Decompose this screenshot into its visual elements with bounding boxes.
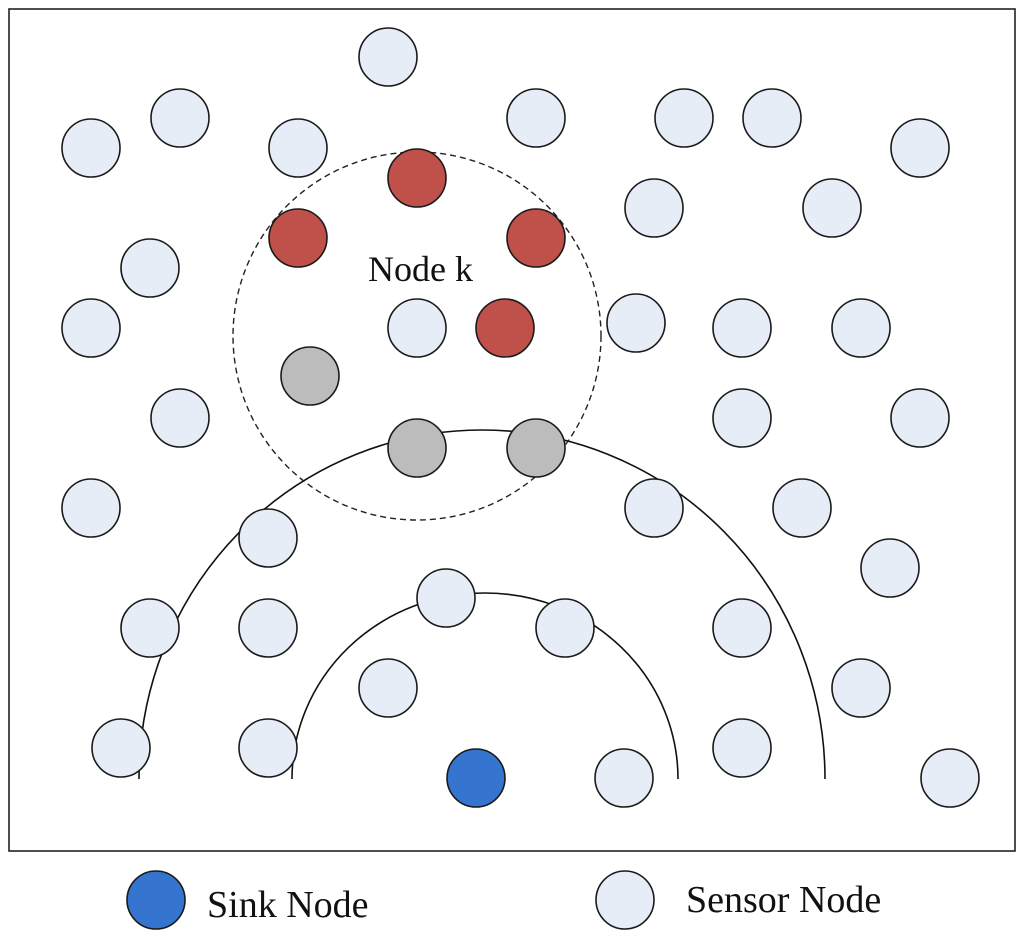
node-k-label: Node k bbox=[368, 249, 473, 289]
inner-hop-arc bbox=[291, 592, 679, 780]
node-k-range-circle bbox=[232, 151, 602, 521]
diagram-frame bbox=[8, 8, 1016, 852]
sensor-node bbox=[61, 478, 121, 538]
sensor-node bbox=[712, 298, 772, 358]
sensor-node bbox=[890, 118, 950, 178]
sensor-node bbox=[712, 388, 772, 448]
legend-sensor-marker bbox=[595, 870, 655, 930]
legend-sink-marker bbox=[126, 870, 186, 930]
sensor-node bbox=[742, 88, 802, 148]
sensor-node bbox=[712, 718, 772, 778]
sensor-node bbox=[120, 598, 180, 658]
sensor-node bbox=[61, 118, 121, 178]
sensor-node bbox=[594, 748, 654, 808]
sensor-node bbox=[860, 538, 920, 598]
sink-node bbox=[446, 748, 506, 808]
sensor-node bbox=[238, 508, 298, 568]
neighbor-red-node bbox=[268, 208, 328, 268]
sensor-node bbox=[606, 293, 666, 353]
sensor-node bbox=[920, 748, 980, 808]
sensor-node bbox=[387, 298, 447, 358]
outer-hop-arc bbox=[138, 429, 826, 780]
legend: Sink Node Sensor Node bbox=[126, 870, 881, 930]
sensor-node bbox=[358, 27, 418, 87]
sensor-node bbox=[890, 388, 950, 448]
legend-sensor-label: Sensor Node bbox=[686, 879, 881, 921]
neighbor-gray-node bbox=[280, 346, 340, 406]
sensor-node bbox=[268, 118, 328, 178]
nodes-group bbox=[61, 27, 980, 808]
legend-sink-label: Sink Node bbox=[207, 884, 369, 926]
sensor-node bbox=[91, 718, 151, 778]
neighbor-gray-node bbox=[387, 418, 447, 478]
sensor-node bbox=[506, 88, 566, 148]
sensor-node bbox=[535, 598, 595, 658]
sensor-node bbox=[654, 88, 714, 148]
neighbor-red-node bbox=[475, 298, 535, 358]
neighbor-red-node bbox=[387, 148, 447, 208]
neighbor-red-node bbox=[506, 208, 566, 268]
neighbor-gray-node bbox=[506, 418, 566, 478]
sensor-node bbox=[150, 388, 210, 448]
sensor-node bbox=[831, 298, 891, 358]
sensor-node bbox=[238, 598, 298, 658]
sensor-node bbox=[150, 88, 210, 148]
sensor-node bbox=[772, 478, 832, 538]
sensor-node bbox=[624, 478, 684, 538]
sensor-node bbox=[624, 178, 684, 238]
sensor-node bbox=[416, 568, 476, 628]
sensor-node bbox=[120, 238, 180, 298]
sensor-node bbox=[238, 718, 298, 778]
sensor-node bbox=[61, 298, 121, 358]
sensor-node bbox=[712, 598, 772, 658]
sensor-node bbox=[802, 178, 862, 238]
sensor-node bbox=[831, 658, 891, 718]
sensor-node bbox=[358, 658, 418, 718]
